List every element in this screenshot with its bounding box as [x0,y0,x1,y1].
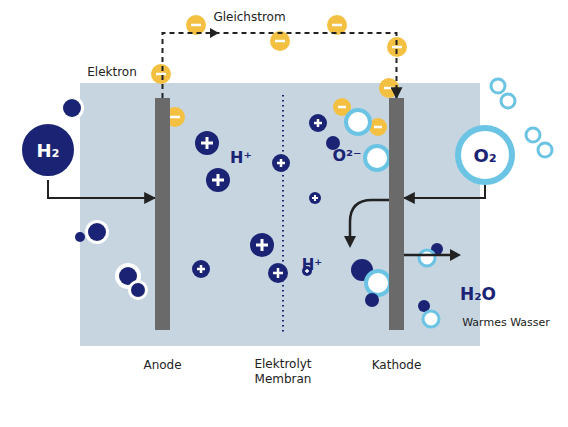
oxygen-molecule [501,94,515,108]
membrane-line [282,95,284,332]
reaction-arrowhead [344,236,356,248]
electron-label: Elektron [87,65,137,79]
minus-sign [338,106,346,109]
proton [309,114,327,132]
proton-label: H⁺ [302,256,322,274]
molecule-symbol: H₂ [18,120,78,180]
outflow-arrow [404,254,452,257]
proton-body [250,233,274,257]
plus-sign [256,239,268,251]
plus-sign [277,159,285,167]
proton-body [192,260,210,278]
hydrogen-inlet: H₂ [18,120,78,180]
minus-sign [384,87,394,90]
oxygen-ion [365,146,389,170]
plus-sign [312,195,318,201]
proton [192,260,210,278]
current-wire [163,33,397,98]
minus-sign [156,73,166,76]
feed-arrow [404,185,485,198]
minus-sign [275,40,285,43]
membrane-label: Elektrolyt Membran [245,357,321,387]
proton [206,168,230,192]
electron-body [151,64,171,84]
molecule-ring [85,220,109,244]
proton-body [195,131,219,155]
proton [268,263,288,283]
plus-sign [212,174,224,186]
oxygen-molecule [526,128,540,142]
electrode-label: Kathode [372,358,422,372]
water-label: H₂O [460,284,496,304]
oxygen-ion [346,110,370,134]
molecule-ring [128,280,148,300]
minus-sign [191,24,201,27]
molecule [75,232,85,242]
proton [250,233,274,257]
oxygen-molecule [538,143,552,157]
water-molecule [419,250,435,266]
oxygen-molecule [491,79,505,93]
molecule [131,283,145,297]
molecule-symbol: O₂ [455,125,515,185]
oxygen-inlet: O₂ [455,125,515,185]
plus-sign [197,265,205,273]
proton [309,192,321,204]
water-molecule [366,271,390,295]
molecule [88,223,106,241]
anode-electrode: Anode [155,98,170,330]
proton-body [206,168,230,192]
molecule-ring [60,96,84,120]
molecule [63,99,81,117]
minus-sign [392,46,402,49]
electron [151,64,171,84]
minus-sign [332,24,342,27]
electrode-label: Anode [143,358,181,372]
water-molecule [365,293,379,307]
feed-arrow [48,180,155,198]
plus-sign [273,268,283,278]
proton-body [309,192,321,204]
cell-body [80,83,480,346]
oxide-ion-label: O²⁻ [332,146,361,165]
minus-sign [374,126,382,129]
minus-sign [170,116,180,119]
edge-label: Gleichstrom [213,10,285,24]
proton [195,131,219,155]
plus-sign [201,137,213,149]
proton-body [309,114,327,132]
proton-body [272,154,290,172]
proton-body [268,263,288,283]
proton-label: H⁺ [230,148,252,167]
cathode-electrode: Kathode [389,98,404,330]
outflow-arrowhead [450,249,461,261]
warm-water-label: Warmes Wasser [462,316,550,329]
water-molecule [423,311,439,327]
proton [272,154,290,172]
plus-sign [314,119,322,127]
